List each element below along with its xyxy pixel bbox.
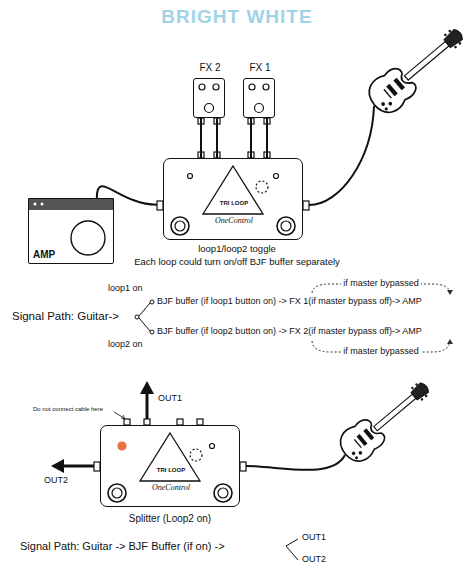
brand-text: OneControl xyxy=(215,216,253,225)
tri-loop-pedal-drawing xyxy=(277,217,295,235)
amp-drawing xyxy=(28,198,114,255)
bypass-arrowhead xyxy=(447,290,453,344)
output-arrow xyxy=(146,392,149,419)
tri-loop-pedal-drawing xyxy=(274,174,279,179)
output-arrow xyxy=(140,381,154,394)
title: BRIGHT WHITE xyxy=(161,6,312,28)
brand-text: OneControl xyxy=(152,483,190,492)
cable xyxy=(251,118,267,158)
output-label: OUT1 xyxy=(302,532,326,542)
guitar xyxy=(362,19,472,119)
amp-drawing xyxy=(34,203,37,206)
tri-loop-pedal-drawing xyxy=(188,174,193,179)
splitter-pedal-drawing xyxy=(108,484,126,502)
signal-path-label: Signal Path: Guitar-> xyxy=(12,310,119,323)
splitter-pedal-drawing xyxy=(240,462,246,471)
splitter-pedal-drawing xyxy=(214,484,232,502)
fork-line xyxy=(286,539,298,546)
splitter-pedal-drawing xyxy=(190,449,202,461)
output-label: OUT2 xyxy=(44,475,68,485)
loop-pedal: TRI LOOP OneControl xyxy=(100,425,240,507)
switch-symbol xyxy=(150,330,154,334)
fx-pedal-drawing xyxy=(263,84,269,90)
switch-symbol xyxy=(135,315,139,319)
cable xyxy=(97,186,157,205)
leader-line xyxy=(121,415,125,419)
tri-loop-pedal-drawing xyxy=(256,181,268,193)
warning-note: Do not connect cable here xyxy=(33,406,103,413)
bypass-arc xyxy=(312,284,450,352)
node-title: AMP xyxy=(33,249,55,261)
amp-drawing xyxy=(71,221,105,255)
splitter-pedal-drawing xyxy=(210,444,215,449)
node-title: FX 2 xyxy=(199,62,220,74)
fx-pedal-drawing xyxy=(199,84,205,90)
fx-pedal-drawing xyxy=(213,84,219,90)
output-label: OUT2 xyxy=(302,554,326,564)
signal-path-text: BJF buffer (if loop1 button on) -> FX 1(… xyxy=(157,296,422,306)
node-title: TRI LOOP xyxy=(220,200,248,207)
caption-text: Splitter (Loop2 on) xyxy=(129,513,211,525)
fx-pedal-drawing xyxy=(255,104,264,113)
tri-loop-pedal-drawing xyxy=(281,221,291,231)
fx-pedal-drawing xyxy=(249,84,255,90)
fx-pedal-drawing xyxy=(205,104,214,113)
bypass-arrowhead xyxy=(447,290,453,295)
splitter-pedal-drawing xyxy=(218,488,228,498)
splitter-pedal-drawing xyxy=(94,419,246,502)
guitar-cable xyxy=(309,106,374,205)
output-arrow xyxy=(51,459,64,473)
tri-loop-pedal-drawing xyxy=(171,217,189,235)
splitter-pedal-drawing xyxy=(118,442,126,450)
splitter-pedal-drawing xyxy=(112,488,122,498)
switch-label: loop2 on xyxy=(108,339,143,349)
bypass-note: if master bypassed xyxy=(341,346,421,356)
signal-path-label: Signal Path: Guitar -> BJF Buffer (if on… xyxy=(20,540,225,553)
fx-pedal-drawing xyxy=(198,84,270,124)
switch-symbol xyxy=(139,318,150,331)
switch-symbol xyxy=(135,300,154,334)
caption-text: loop1/loop2 toggle xyxy=(198,244,276,255)
leader-line xyxy=(114,412,125,419)
node-title: TRI LOOP xyxy=(157,467,185,474)
guitar-cable xyxy=(246,455,345,470)
tri-loop-pedal-drawing xyxy=(303,201,309,210)
switch-label: loop1 on xyxy=(108,283,143,293)
guitar xyxy=(334,373,437,468)
output-arrow xyxy=(51,381,154,473)
bypass-note: if master bypassed xyxy=(341,278,421,288)
bypass-arrowhead xyxy=(447,339,453,344)
node-title: FX 1 xyxy=(249,62,270,74)
amp-drawing xyxy=(28,198,114,210)
tri-loop-pedal-drawing xyxy=(175,221,185,231)
switch-symbol xyxy=(139,303,150,316)
loop-pedal: TRI LOOP OneControl xyxy=(163,158,303,240)
tri-loop-pedal-drawing xyxy=(203,166,263,214)
leader-line xyxy=(114,412,124,418)
caption-text: Each loop could turn on/off BJF buffer s… xyxy=(134,257,340,268)
amplifier: AMP xyxy=(28,198,114,264)
fork-line xyxy=(286,539,298,560)
amp-drawing xyxy=(41,203,44,206)
output-label: OUT1 xyxy=(158,393,182,403)
tri-loop-pedal-drawing xyxy=(157,152,309,235)
switch-symbol xyxy=(150,300,154,304)
cable xyxy=(201,118,217,158)
effect-pedal: FX 1 xyxy=(243,78,275,118)
output-arrow xyxy=(62,465,94,468)
effect-pedal: FX 2 xyxy=(193,78,225,118)
signal-path-text: BJF buffer (if loop2 button on) -> FX 2(… xyxy=(157,326,422,336)
fork-line xyxy=(286,546,298,560)
